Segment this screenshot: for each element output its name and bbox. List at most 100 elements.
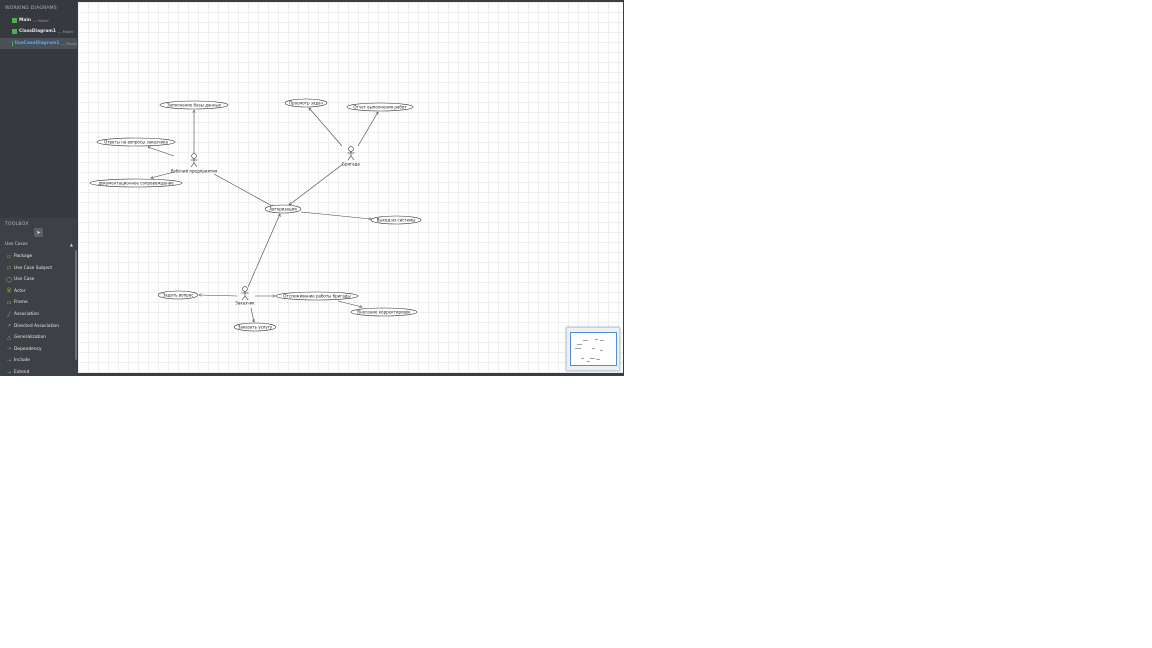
- association-enterprise-docs[interactable]: [151, 171, 175, 178]
- generalization-icon: △: [7, 334, 11, 341]
- actor-brigade[interactable]: [347, 146, 355, 161]
- tool-extend[interactable]: ⇢Extend: [0, 367, 73, 376]
- cursor-icon[interactable]: ➤: [34, 228, 43, 237]
- usecase-label: документационное сопровождение: [98, 180, 174, 185]
- usecase-icon: ◯: [6, 276, 12, 283]
- usecase-label: Задать вопрос: [163, 292, 194, 297]
- tool-label: Directed Association: [14, 323, 60, 329]
- toolbox-group-label: Use Cases: [5, 242, 28, 247]
- actor-label-enterprise: Рабочий предприятия: [171, 169, 218, 174]
- association-customer-question[interactable]: [199, 295, 238, 296]
- usecase-label: Отслеживание работы бригады: [283, 293, 350, 298]
- usecase-label: Авторизация: [269, 206, 297, 211]
- working-diagrams-panel: WORKING DIAGRAMS Main — Model ClassDiagr…: [0, 0, 77, 218]
- association-brigade-tasks[interactable]: [309, 108, 343, 147]
- usecase-label: Выход из системы: [377, 217, 416, 222]
- sidebar: WORKING DIAGRAMS Main — Model ClassDiagr…: [0, 0, 77, 376]
- diagram-item-model: — Model: [61, 41, 77, 46]
- usecase-logout[interactable]: Выход из системы: [370, 215, 422, 225]
- diagram-icon: [12, 41, 13, 46]
- tool-label: Dependency: [14, 346, 42, 352]
- tool-dependency[interactable]: ⇢Dependency: [0, 344, 73, 355]
- usecase-label: Заказать услугу: [238, 324, 273, 329]
- tool-label: Include: [14, 358, 30, 364]
- usecase-label: Просмотр задач: [289, 100, 323, 105]
- tool-label: Frame: [14, 300, 28, 306]
- minimap-preview: [575, 339, 604, 362]
- actor-enterprise[interactable]: [190, 153, 198, 168]
- diagram-item-name: ClassDiagram1: [19, 29, 56, 34]
- usecase-label: Внесение корректировок: [357, 309, 411, 314]
- usecase-answers[interactable]: Ответы на вопросы заказчика: [96, 137, 176, 147]
- subject-icon: ▭: [6, 265, 12, 272]
- working-diagrams-title: WORKING DIAGRAMS: [5, 6, 57, 11]
- tool-use-case-subject[interactable]: ▭Use Case Subject: [0, 263, 73, 274]
- usecase-tasks[interactable]: Просмотр задач: [284, 98, 328, 108]
- tool-label: Package: [14, 254, 33, 259]
- diagram-item-name: Main: [19, 18, 31, 23]
- app-window: WORKING DIAGRAMS Main — Model ClassDiagr…: [0, 0, 624, 376]
- diagram-minimap[interactable]: [566, 327, 620, 371]
- use-case-diagram: Заполнение базы данных Ответы на вопросы…: [89, 98, 422, 332]
- toolbox-title: TOOLBOX: [5, 222, 29, 227]
- tool-directed-association[interactable]: ↗Directed Association: [0, 321, 73, 332]
- usecase-tracking[interactable]: Отслеживание работы бригады: [275, 291, 359, 301]
- usecase-question[interactable]: Задать вопрос: [157, 290, 199, 300]
- tool-label: Association: [14, 312, 39, 317]
- chevron-up-icon: ▲: [69, 242, 73, 247]
- diagram-canvas[interactable]: Заполнение базы данных Ответы на вопросы…: [78, 2, 623, 373]
- directed-association-icon: ↗: [6, 323, 12, 330]
- actor-icon: 웃: [6, 288, 12, 295]
- tool-use-case[interactable]: ◯Use Case: [0, 274, 73, 285]
- association-enterprise-answers[interactable]: [148, 147, 175, 157]
- usecase-order[interactable]: Заказать услугу: [233, 322, 277, 332]
- tool-generalization[interactable]: △Generalization: [0, 332, 73, 343]
- dependency-icon: ⇢: [6, 346, 12, 353]
- toolbox-scrollbar[interactable]: [75, 250, 77, 360]
- association-enterprise-auth[interactable]: [213, 173, 274, 207]
- actor-label-brigade: Бригада: [342, 162, 360, 167]
- tool-include[interactable]: ⇢Include: [0, 355, 73, 366]
- usecase-label: Ответы на вопросы заказчика: [104, 139, 168, 144]
- tool-label: Generalization: [14, 335, 46, 341]
- diagram-item-model: — Model: [32, 18, 49, 23]
- tool-label: Use Case Subject: [14, 265, 53, 271]
- association-brigade-auth[interactable]: [289, 163, 344, 205]
- diagram-item-main[interactable]: Main — Model: [0, 15, 77, 26]
- toolbox-group-header[interactable]: Use Cases ▲: [0, 240, 77, 249]
- usecase-docs[interactable]: документационное сопровождение: [89, 178, 183, 188]
- usecase-report[interactable]: Отчет выполнения работ: [346, 102, 414, 112]
- association-tracking-corrections[interactable]: [337, 300, 362, 307]
- association-auth-logout[interactable]: [300, 211, 371, 219]
- association-icon: ╱: [7, 311, 11, 318]
- diagram-icon: [12, 18, 17, 23]
- diagram-item-name: UseCaseDiagram1: [14, 41, 60, 46]
- usecase-label: Отчет выполнения работ: [353, 104, 407, 109]
- package-icon: ▭: [6, 253, 12, 260]
- toolbox-panel: [0, 218, 77, 376]
- usecase-auth[interactable]: Авторизация: [264, 204, 302, 214]
- usecase-db[interactable]: Заполнение базы данных: [159, 100, 229, 110]
- frame-icon: ▭: [6, 299, 12, 306]
- diagram-icon: [12, 29, 17, 34]
- include-icon: ⇢: [6, 357, 12, 364]
- tool-association[interactable]: ╱Association: [0, 309, 73, 320]
- association-customer-auth[interactable]: [247, 214, 280, 288]
- association-customer-order[interactable]: [250, 307, 254, 322]
- extend-icon: ⇢: [6, 369, 12, 376]
- tool-package[interactable]: ▭Package: [0, 251, 73, 262]
- diagram-item-classdiagram1[interactable]: ClassDiagram1 — Model: [0, 26, 77, 37]
- association-brigade-report[interactable]: [357, 112, 378, 147]
- use-cases: Заполнение базы данных Ответы на вопросы…: [89, 98, 422, 332]
- minimap-viewport[interactable]: [570, 332, 617, 366]
- tool-frame[interactable]: ▭Frame: [0, 297, 73, 308]
- actor-customer[interactable]: [241, 286, 249, 301]
- tool-label: Use Case: [14, 277, 35, 283]
- actor-label-customer: Заказчик: [235, 301, 255, 306]
- tool-label: Actor: [14, 288, 26, 294]
- diagram-item-usecasediagram1[interactable]: UseCaseDiagram1 — Model: [0, 38, 77, 49]
- tool-label: Extend: [14, 370, 30, 375]
- usecase-label: Заполнение базы данных: [167, 102, 222, 107]
- usecase-corrections[interactable]: Внесение корректировок: [350, 307, 418, 317]
